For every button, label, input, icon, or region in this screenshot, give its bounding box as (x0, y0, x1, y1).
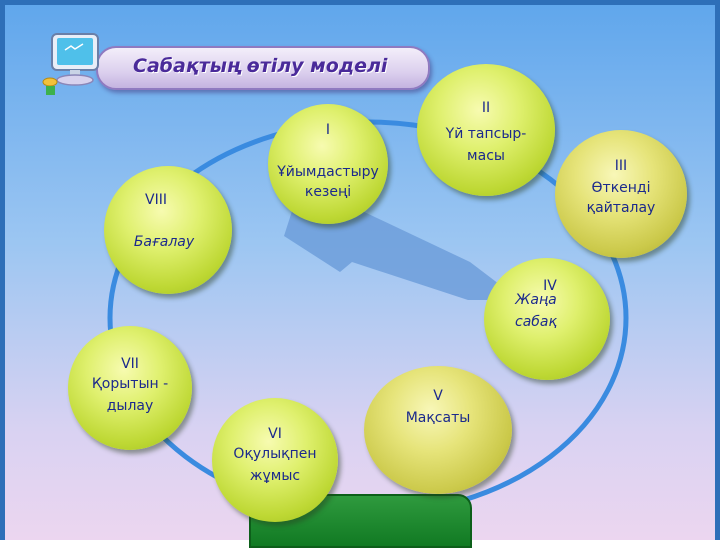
node-v-label: Мақсаты (405, 410, 471, 426)
computer-icon (42, 33, 99, 95)
node-i (268, 104, 388, 224)
node-iv-label-2: сабақ (515, 314, 557, 330)
node-ii-label-2: масы (467, 148, 505, 164)
node-vii-label-1: Қорытын - (91, 376, 169, 392)
node-vii (68, 326, 192, 450)
node-iv (484, 258, 610, 380)
node-ii-number: II (481, 100, 491, 116)
node-iii-number: III (614, 158, 628, 174)
node-v-number: V (433, 388, 443, 404)
node-iii-label-1: Өткенді (591, 180, 651, 196)
node-vi-number: VI (268, 426, 282, 442)
node-i-label: Ұйымдастыру (277, 164, 379, 180)
node-viii (104, 166, 232, 294)
node-i-label-2: кезеңі (304, 184, 352, 200)
node-iii-label-2: қайталау (586, 200, 656, 216)
node-vi-label-1: Оқулықпен (233, 446, 317, 462)
left-border (0, 0, 5, 540)
right-border (715, 0, 720, 540)
node-ii-label-1: Үй тапсыр- (445, 126, 527, 142)
node-vi-label-2: жұмыс (249, 468, 301, 484)
node-vii-number: VII (121, 356, 139, 372)
node-i-number: I (325, 122, 331, 138)
node-v (364, 366, 512, 494)
node-viii-label: Бағалау (133, 234, 195, 250)
slide-title: Сабақтың өтілу моделі (133, 55, 388, 77)
node-ii (417, 64, 555, 196)
node-iii (555, 130, 687, 258)
node-iv-number: IV (543, 278, 557, 294)
node-viii-number: VIII (145, 192, 167, 208)
node-iv-label-1: Жаңа (515, 292, 557, 308)
node-vi (212, 398, 338, 522)
node-vii-label-2: дылау (106, 398, 154, 414)
top-border (0, 0, 720, 5)
title-bar (96, 46, 430, 90)
